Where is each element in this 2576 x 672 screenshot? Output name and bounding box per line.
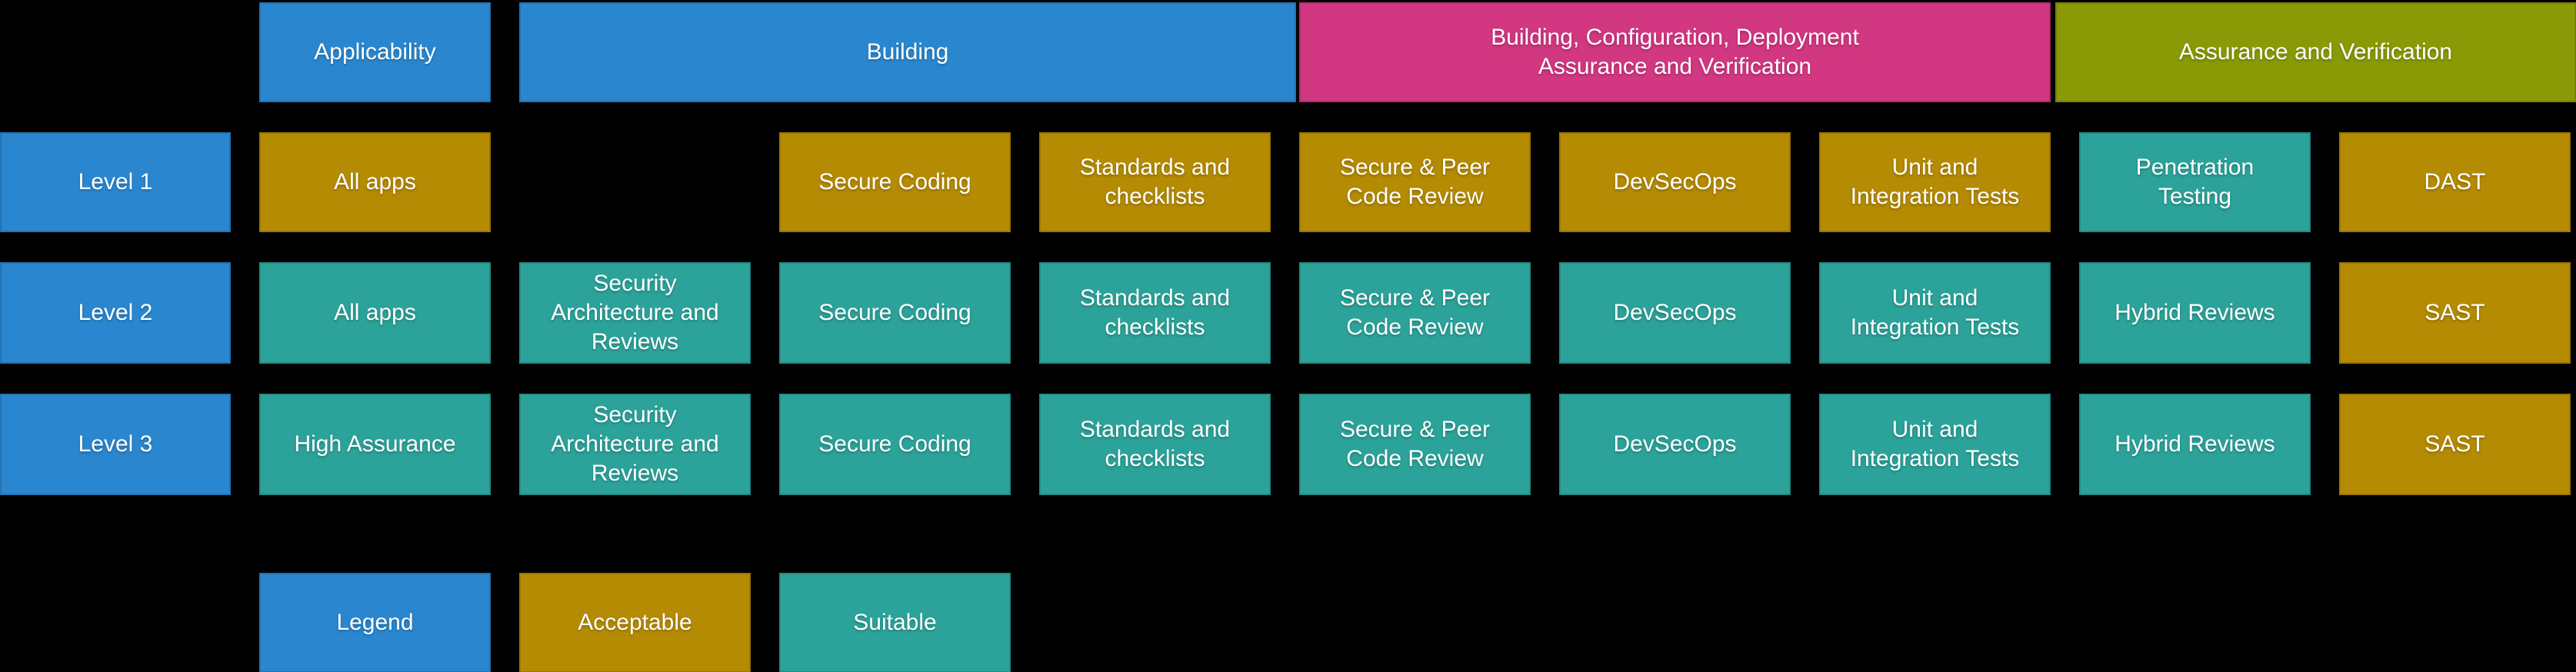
cell-l2-hybrid-reviews: Hybrid Reviews — [2079, 262, 2311, 364]
cell-l1-penetration-testing: Penetration Testing — [2079, 132, 2311, 232]
matrix-grid: Applicability Building Building, Configu… — [0, 2, 2576, 495]
legend-item-suitable: Suitable — [779, 573, 1011, 672]
cell-l1-unit-integration-tests: Unit and Integration Tests — [1819, 132, 2051, 232]
cell-l3-applicability: High Assurance — [259, 394, 491, 495]
legend-title: Legend — [259, 573, 491, 672]
header-building-configuration-deployment: Building, Configuration, Deployment Assu… — [1299, 2, 2051, 102]
row-level-3-label: Level 3 — [0, 394, 231, 495]
cell-l2-devsecops: DevSecOps — [1559, 262, 1791, 364]
cell-l3-standards-checklists: Standards and checklists — [1039, 394, 1271, 495]
cell-l2-unit-integration-tests: Unit and Integration Tests — [1819, 262, 2051, 364]
cell-l3-sast: SAST — [2339, 394, 2571, 495]
row-level-1-label: Level 1 — [0, 132, 231, 232]
cell-l3-secure-coding: Secure Coding — [779, 394, 1011, 495]
cell-l3-unit-integration-tests: Unit and Integration Tests — [1819, 394, 2051, 495]
cell-l3-hybrid-reviews: Hybrid Reviews — [2079, 394, 2311, 495]
cell-l1-devsecops: DevSecOps — [1559, 132, 1791, 232]
cell-l1-security-architecture — [519, 132, 751, 232]
row-level-2-label: Level 2 — [0, 262, 231, 364]
cell-l2-sast: SAST — [2339, 262, 2571, 364]
cell-l2-security-architecture: Security Architecture and Reviews — [519, 262, 751, 364]
cell-l1-secure-coding: Secure Coding — [779, 132, 1011, 232]
cell-l2-applicability: All apps — [259, 262, 491, 364]
header-assurance-and-verification: Assurance and Verification — [2055, 2, 2576, 102]
cell-l1-standards-checklists: Standards and checklists — [1039, 132, 1271, 232]
cell-l3-security-architecture: Security Architecture and Reviews — [519, 394, 751, 495]
cell-l1-applicability: All apps — [259, 132, 491, 232]
cell-l3-devsecops: DevSecOps — [1559, 394, 1791, 495]
cell-l2-standards-checklists: Standards and checklists — [1039, 262, 1271, 364]
legend-item-acceptable: Acceptable — [519, 573, 751, 672]
cell-l2-secure-coding: Secure Coding — [779, 262, 1011, 364]
cell-l1-secure-peer-code-review: Secure & Peer Code Review — [1299, 132, 1531, 232]
cell-l2-secure-peer-code-review: Secure & Peer Code Review — [1299, 262, 1531, 364]
header-applicability: Applicability — [259, 2, 491, 102]
legend: Legend Acceptable Suitable — [0, 571, 2576, 672]
cell-l3-secure-peer-code-review: Secure & Peer Code Review — [1299, 394, 1531, 495]
header-building: Building — [519, 2, 1296, 102]
cell-l1-dast: DAST — [2339, 132, 2571, 232]
